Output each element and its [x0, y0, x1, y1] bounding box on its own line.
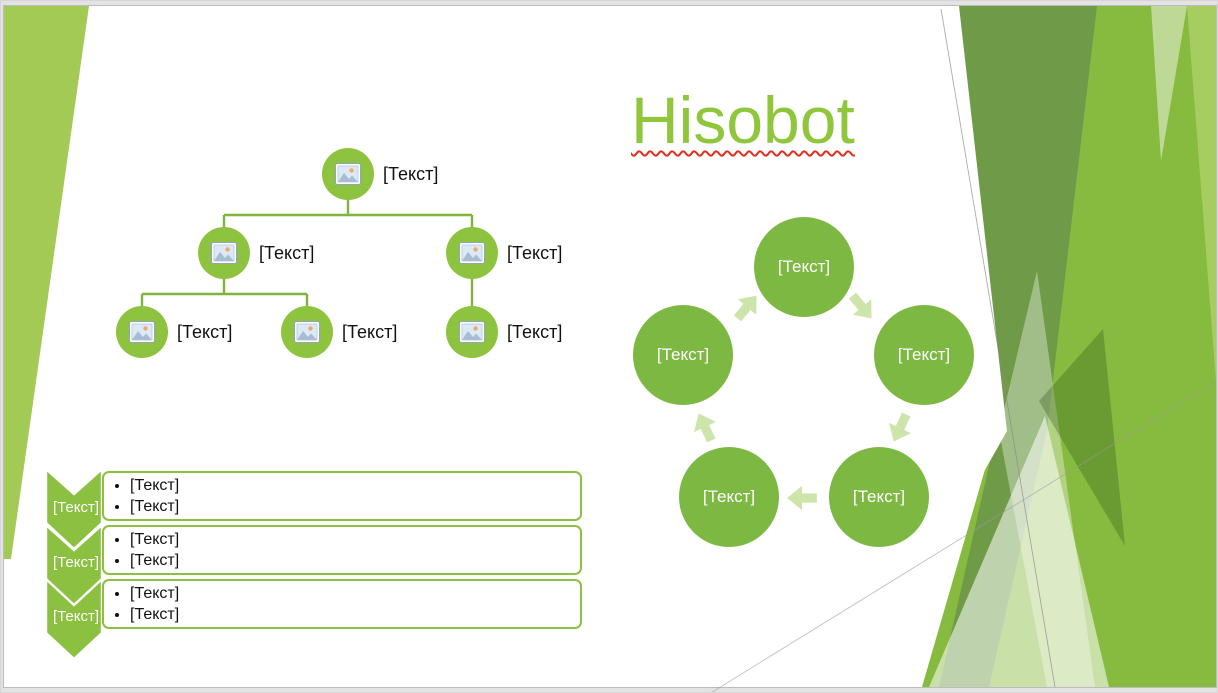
- bullet-item[interactable]: [Текст]: [130, 475, 580, 496]
- org-node-label[interactable]: [Текст]: [507, 242, 563, 263]
- cycle-arrow-icon: [889, 412, 911, 442]
- bullet-item[interactable]: [Текст]: [130, 550, 580, 571]
- org-node-circle[interactable]: [322, 148, 374, 200]
- cycle-item[interactable]: [Текст]: [633, 305, 733, 405]
- bullet-item[interactable]: [Текст]: [130, 529, 580, 550]
- cycle-item[interactable]: [Текст]: [874, 305, 974, 405]
- cycle-arrow-icon: [787, 485, 817, 511]
- slide-title[interactable]: Hisobot: [631, 83, 855, 157]
- org-node-circle[interactable]: [281, 306, 333, 358]
- org-node-label[interactable]: [Текст]: [342, 321, 398, 342]
- cycle-item[interactable]: [Текст]: [829, 447, 929, 547]
- image-placeholder-icon: [211, 242, 237, 264]
- cycle-arrow-icon: [733, 295, 757, 322]
- bullet-item[interactable]: [Текст]: [130, 604, 580, 625]
- cycle-item[interactable]: [Текст]: [679, 447, 779, 547]
- image-placeholder-icon: [459, 321, 485, 343]
- image-placeholder-icon: [335, 163, 361, 185]
- chevron-bullet-box[interactable]: [Текст] [Текст]: [102, 471, 582, 521]
- org-node-circle[interactable]: [446, 306, 498, 358]
- image-placeholder-icon: [459, 242, 485, 264]
- chevron-bullet-box[interactable]: [Текст] [Текст]: [102, 525, 582, 575]
- cycle-arrow-icon: [848, 292, 872, 319]
- org-node[interactable]: [Текст]: [281, 306, 397, 358]
- org-node-label[interactable]: [Текст]: [507, 321, 563, 342]
- org-node-label[interactable]: [Текст]: [383, 163, 439, 184]
- org-node[interactable]: [Текст]: [446, 227, 562, 279]
- image-placeholder-icon: [129, 321, 155, 343]
- cycle-arrow-icon: [694, 413, 716, 443]
- org-node[interactable]: [Текст]: [198, 227, 314, 279]
- cycle-item[interactable]: [Текст]: [754, 217, 854, 317]
- chevron-label[interactable]: [Текст]: [52, 608, 100, 625]
- org-node[interactable]: [Текст]: [322, 148, 438, 200]
- chevron-bullet-box[interactable]: [Текст] [Текст]: [102, 579, 582, 629]
- org-node-circle[interactable]: [446, 227, 498, 279]
- chevron-list-shapes: [45, 467, 104, 661]
- image-placeholder-icon: [294, 321, 320, 343]
- bullet-item[interactable]: [Текст]: [130, 583, 580, 604]
- bullet-item[interactable]: [Текст]: [130, 496, 580, 517]
- org-node-circle[interactable]: [116, 306, 168, 358]
- org-node-label[interactable]: [Текст]: [177, 321, 233, 342]
- chevron-shape[interactable]: [45, 467, 104, 551]
- org-node[interactable]: [Текст]: [446, 306, 562, 358]
- org-node[interactable]: [Текст]: [116, 306, 232, 358]
- chevron-label[interactable]: [Текст]: [52, 554, 100, 571]
- org-node-label[interactable]: [Текст]: [259, 242, 315, 263]
- chevron-label[interactable]: [Текст]: [52, 499, 100, 516]
- org-node-circle[interactable]: [198, 227, 250, 279]
